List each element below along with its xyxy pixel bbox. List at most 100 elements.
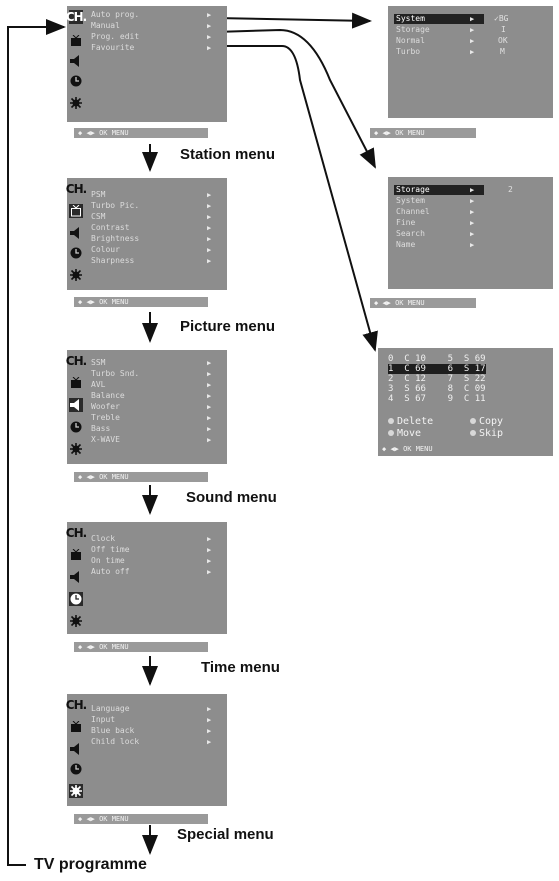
menu-item-child-lock[interactable]: Child lock▶ — [91, 737, 212, 746]
auto-prog-nav-bar: ◆ ◀▶ OK MENU — [370, 128, 476, 138]
menu-item-manual[interactable]: Manual▶ — [91, 21, 212, 30]
ch-icon: CH. — [65, 10, 87, 24]
menu-item-turbo-pic[interactable]: Turbo Pic.▶ — [91, 201, 212, 210]
station-menu-panel: CH. Auto prog.▶ Manual▶ Prog. edit▶ Favo… — [65, 6, 227, 122]
manual-item-fine[interactable]: Fine▶ — [396, 218, 475, 227]
auto-prog-panel: System▶ Storage▶ Normal▶ Turbo▶ ✓BG I OK… — [388, 6, 553, 118]
menu-item-balance[interactable]: Balance▶ — [91, 391, 212, 400]
sound-nav-bar: ◆ ◀▶ OK MENU — [74, 472, 208, 482]
gear-icon — [69, 442, 83, 456]
clock-icon — [69, 762, 83, 776]
menu-item-auto-off[interactable]: Auto off▶ — [91, 567, 212, 576]
picture-icon — [69, 34, 83, 48]
special-nav-bar: ◆ ◀▶ OK MENU — [74, 814, 208, 824]
menu-item-avl[interactable]: AVL▶ — [91, 380, 212, 389]
menu-item-brightness[interactable]: Brightness▶ — [91, 234, 212, 243]
gear-icon — [69, 96, 83, 110]
menu-item-turbo-snd[interactable]: Turbo Snd.▶ — [91, 369, 212, 378]
menu-item-off-time[interactable]: Off time▶ — [91, 545, 212, 554]
menu-item-prog-edit[interactable]: Prog. edit▶ — [91, 32, 212, 41]
auto-prog-value-normal: OK — [498, 36, 508, 45]
ch-icon: CH. — [65, 526, 87, 540]
time-nav-bar: ◆ ◀▶ OK MENU — [74, 642, 208, 652]
speaker-icon — [69, 226, 83, 240]
ch-icon: CH. — [65, 354, 87, 368]
bullet-dot — [470, 430, 476, 436]
menu-item-psm[interactable]: PSM▶ — [91, 190, 212, 199]
picture-icon — [69, 376, 83, 390]
clock-icon — [69, 592, 83, 606]
auto-prog-value-storage: I — [501, 25, 506, 34]
menu-item-csm[interactable]: CSM▶ — [91, 212, 212, 221]
manual-item-storage[interactable]: Storage▶ — [394, 185, 484, 195]
prog-edit-panel: 0 C 10 5 S 69 1 C 69 6 S 17 2 C 12 7 S 2… — [378, 348, 553, 456]
auto-prog-item-storage[interactable]: Storage▶ — [396, 25, 475, 34]
menu-item-woofer[interactable]: Woofer▶ — [91, 402, 212, 411]
manual-item-name[interactable]: Name▶ — [396, 240, 475, 249]
bullet-dot — [470, 418, 476, 424]
picture-nav-bar: ◆ ◀▶ OK MENU — [74, 297, 208, 307]
legend-move: Move — [388, 428, 421, 439]
menu-item-clock[interactable]: Clock▶ — [91, 534, 212, 543]
arrow-manual — [214, 28, 376, 169]
bullet-dot — [388, 430, 394, 436]
clock-icon — [69, 74, 83, 88]
menu-item-blue-back[interactable]: Blue back▶ — [91, 726, 212, 735]
speaker-icon — [69, 570, 83, 584]
sound-menu-panel: CH. SSM▶ Turbo Snd.▶ AVL▶ Balance▶ Woofe… — [65, 350, 227, 464]
menu-item-contrast[interactable]: Contrast▶ — [91, 223, 212, 232]
menu-item-x-wave[interactable]: X-WAVE▶ — [91, 435, 212, 444]
manual-item-search[interactable]: Search▶ — [396, 229, 475, 238]
menu-item-input[interactable]: Input▶ — [91, 715, 212, 724]
prog-edit-row-1[interactable]: 1 C 69 6 S 17 — [388, 364, 486, 374]
manual-nav-bar: ◆ ◀▶ OK MENU — [370, 298, 476, 308]
prog-edit-row-3[interactable]: 3 S 66 8 C 09 — [388, 384, 486, 394]
speaker-icon — [69, 742, 83, 756]
legend-copy: Copy — [470, 416, 503, 427]
auto-prog-value-turbo: M — [500, 47, 505, 56]
manual-item-system[interactable]: System▶ — [396, 196, 475, 205]
prog-edit-nav-bar: ◆ ◀▶ OK MENU — [378, 444, 492, 454]
arrow-auto-prog — [214, 12, 372, 29]
special-menu-panel: CH. Language▶ Input▶ Blue back▶ Child lo… — [66, 694, 227, 806]
picture-icon — [69, 720, 83, 734]
menu-item-language[interactable]: Language▶ — [91, 704, 212, 713]
menu-item-ssm[interactable]: SSM▶ — [91, 358, 212, 367]
loop-line — [7, 19, 66, 866]
menu-item-auto-prog[interactable]: Auto prog.▶ — [91, 10, 212, 19]
legend-delete: Delete — [388, 416, 433, 427]
manual-value-storage: 2 — [508, 185, 513, 194]
auto-prog-item-normal[interactable]: Normal▶ — [396, 36, 475, 45]
arrow-prog-edit — [215, 45, 378, 352]
clock-icon — [69, 246, 83, 260]
prog-edit-row-0[interactable]: 0 C 10 5 S 69 — [388, 354, 486, 364]
speaker-icon — [69, 398, 83, 412]
picture-icon — [69, 548, 83, 562]
prog-edit-row-2[interactable]: 2 C 12 7 S 22 — [388, 374, 486, 384]
sound-menu-label: Sound menu — [186, 489, 277, 506]
menu-item-favourite[interactable]: Favourite▶ — [91, 43, 212, 52]
menu-item-bass[interactable]: Bass▶ — [91, 424, 212, 433]
menu-item-colour[interactable]: Colour▶ — [91, 245, 212, 254]
picture-icon — [69, 204, 83, 218]
prog-edit-row-4[interactable]: 4 S 67 9 C 11 — [388, 394, 486, 404]
manual-panel: Storage▶ System▶ Channel▶ Fine▶ Search▶ … — [388, 177, 553, 289]
special-menu-label: Special menu — [177, 826, 274, 843]
speaker-icon — [69, 54, 83, 68]
menu-item-treble[interactable]: Treble▶ — [91, 413, 212, 422]
legend-skip: Skip — [470, 428, 503, 439]
picture-menu-label: Picture menu — [180, 318, 276, 335]
gear-icon — [69, 784, 83, 798]
station-menu-label: Station menu — [180, 146, 276, 163]
time-menu-label: Time menu — [201, 659, 280, 676]
manual-item-channel[interactable]: Channel▶ — [396, 207, 475, 216]
gear-icon — [69, 614, 83, 628]
auto-prog-item-turbo[interactable]: Turbo▶ — [396, 47, 475, 56]
auto-prog-item-system[interactable]: System▶ — [394, 14, 484, 24]
picture-menu-panel: CH. PSM▶ Turbo Pic.▶ CSM▶ Contrast▶ Brig… — [66, 178, 227, 290]
gear-icon — [69, 268, 83, 282]
menu-item-sharpness[interactable]: Sharpness▶ — [91, 256, 212, 265]
menu-item-on-time[interactable]: On time▶ — [91, 556, 212, 565]
